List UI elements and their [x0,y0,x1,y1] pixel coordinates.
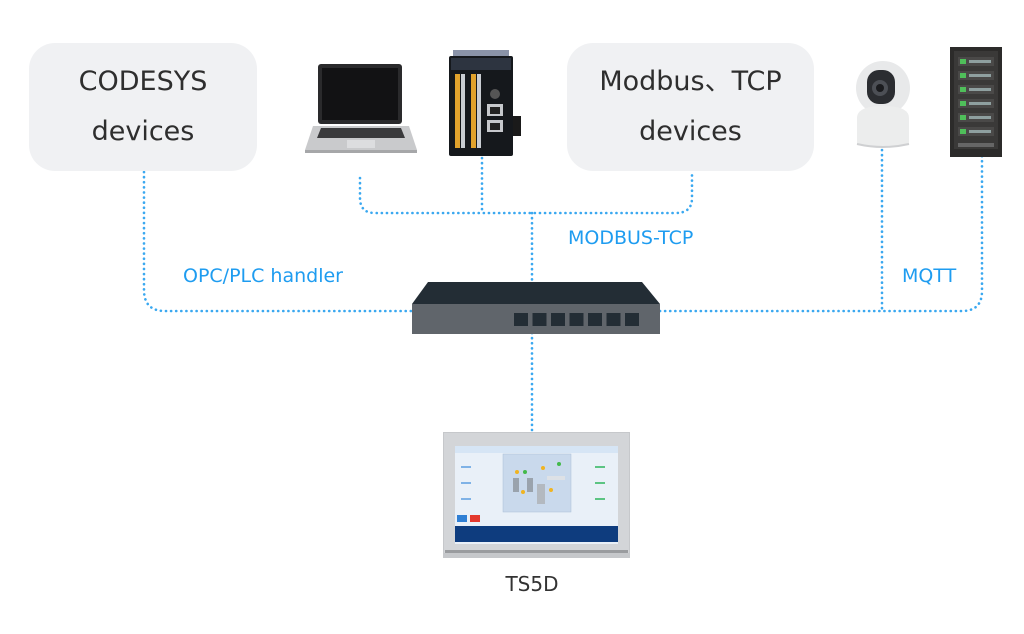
protocol-label-opc: OPC/PLC handler [183,265,343,287]
wire-server [658,154,984,313]
server-unit [958,71,994,80]
hmi-panel-icon [443,432,630,558]
laptop-icon [305,64,417,153]
switch-port [625,313,639,326]
switch-port [551,313,565,326]
plc-controller-icon [449,50,521,156]
codesys-devices-box: CODESYS devices [29,43,257,171]
server-rack-icon [950,47,1002,157]
modbus-label-line1: Modbus、TCP [599,66,782,97]
protocol-label-modbus-tcp: MODBUS-TCP [568,227,694,249]
server-unit [958,99,994,108]
server-unit [958,127,994,136]
modbus-label-line2: devices [639,116,742,147]
server-unit [958,57,994,66]
switch-port [606,313,621,326]
protocol-label-mqtt: MQTT [902,265,957,287]
switch-port [532,313,547,326]
ip-camera-icon [856,61,910,148]
modbus-tcp-devices-box: Modbus、TCP devices [567,43,814,171]
switch-port [588,313,602,326]
hmi-model-label: TS5D [505,572,559,596]
switch-port [514,313,528,326]
server-unit [958,85,994,94]
codesys-label-line1: CODESYS [78,66,208,97]
wire-laptop [358,170,694,215]
codesys-label-line2: devices [91,116,195,147]
server-unit [958,113,994,122]
switch-port [569,313,584,326]
network-switch-icon [412,282,660,334]
wire-codesys [142,170,416,313]
